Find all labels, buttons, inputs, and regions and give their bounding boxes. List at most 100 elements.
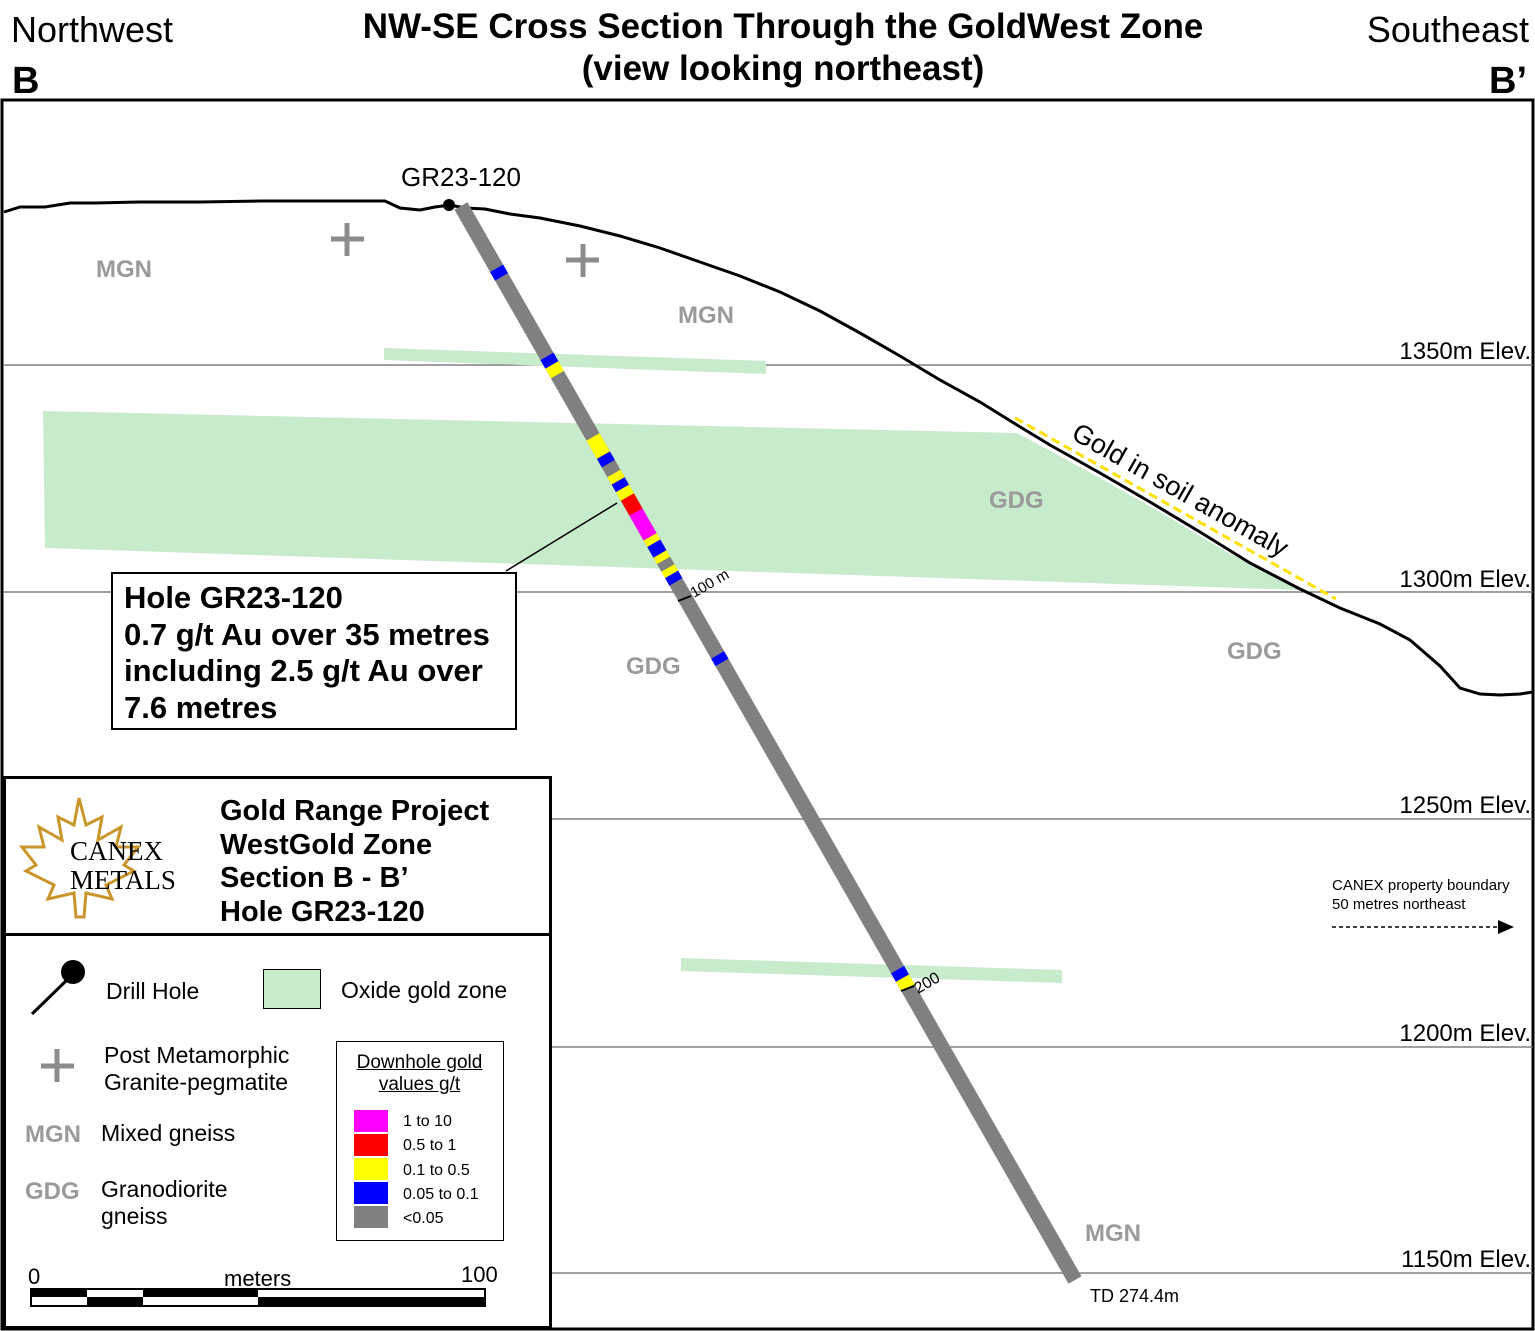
gold-swatch-1-to-10: [354, 1110, 388, 1132]
topography-line: [3, 199, 1534, 697]
callout-line-3: including 2.5 g/t Au over: [124, 653, 483, 688]
project-line-2: WestGold Zone: [220, 828, 433, 861]
legend-drill-hole-label: Drill Hole: [106, 978, 200, 1004]
elevation-label-1300: 1300m Elev.: [1399, 566, 1531, 593]
gold-swatch-below-0.05: [354, 1206, 388, 1228]
assay-interval: [665, 570, 683, 586]
assay-interval: [895, 974, 915, 992]
assay-intervals: [490, 264, 915, 992]
unit-label-mgn: MGN: [1085, 1220, 1141, 1247]
project-title-text: Gold Range Project WestGold Zone Section…: [220, 795, 489, 929]
assay-interval: [601, 460, 620, 476]
depth-label-100: 100 m: [688, 566, 733, 602]
unit-label-mgn: MGN: [678, 302, 734, 329]
assay-interval: [647, 539, 667, 558]
elevation-label-1350: 1350m Elev.: [1399, 338, 1531, 365]
pegmatite-cross-icon: [41, 1049, 74, 1082]
unit-label-gdg: GDG: [1227, 638, 1282, 665]
gold-values-legend: Downhole gold values g/t 1 to 10 0.5 to …: [336, 1041, 504, 1241]
legend-box: Drill Hole Oxide gold zone Post Metamorp…: [3, 933, 552, 1329]
assay-interval: [545, 361, 564, 379]
elevation-label-1150: 1150m Elev.: [1401, 1246, 1531, 1273]
assay-interval: [586, 433, 610, 459]
legend-oxide-zone-label: Oxide gold zone: [341, 977, 508, 1003]
logo-line-2: METALS: [70, 865, 176, 895]
gold-label-below-0.05: <0.05: [403, 1210, 444, 1227]
gold-legend-title-line-2: values g/t: [378, 1074, 461, 1095]
callout-line-1: Hole GR23-120: [124, 580, 343, 615]
drill-hole-name: GR23-120: [401, 162, 521, 192]
assay-interval: [629, 508, 657, 541]
logo-wordmark: CANEX METALS: [70, 837, 176, 895]
gold-swatch-0.1-to-0.5: [354, 1158, 388, 1180]
depth-tick-200: [900, 985, 915, 992]
northwest-label: Northwest: [11, 9, 174, 50]
scale-bar: [30, 1288, 486, 1307]
unit-label-gdg: GDG: [989, 487, 1044, 514]
legend-gdg-line-1: Granodiorite: [101, 1176, 228, 1202]
project-title-box: CANEX METALS Gold Range Project WestGold…: [3, 776, 552, 935]
gold-swatch-0.5-to-1: [354, 1134, 388, 1156]
drill-collar-icon: [443, 199, 455, 211]
legend-mgn-label: Mixed gneiss: [101, 1120, 236, 1146]
project-line-1: Gold Range Project: [220, 795, 490, 827]
gold-legend-title: Downhole gold values g/t: [337, 1052, 502, 1096]
logo-line-1: CANEX: [70, 836, 163, 866]
assay-interval: [711, 651, 729, 667]
gold-label-0.5-to-1: 0.5 to 1: [403, 1137, 457, 1154]
arrowhead-icon: [1498, 920, 1514, 934]
gold-swatch-0.05-to-0.1: [354, 1182, 388, 1204]
assay-interval: [657, 556, 675, 572]
assay-interval: [596, 451, 615, 468]
callout-line-2: 0.7 g/t Au over 35 metres: [124, 616, 490, 652]
oxide-zone-upper: [384, 348, 766, 374]
elevation-label-1250: 1250m Elev.: [1399, 792, 1531, 819]
oxide-zone-swatch: [263, 969, 321, 1009]
drill-hole-symbol-icon: [30, 960, 85, 1016]
assay-interval: [661, 564, 679, 579]
legend-gdg-line-2: gneiss: [101, 1203, 168, 1229]
assay-interval: [891, 965, 909, 982]
assay-interval: [643, 533, 661, 547]
oxide-zone-main: [43, 411, 1298, 590]
assay-interval: [540, 352, 559, 369]
assay-interval: [607, 469, 625, 485]
callout-leader-line: [505, 502, 618, 572]
scale-unit-label: meters: [224, 1266, 292, 1291]
property-boundary-line-1: CANEX property boundary: [1332, 877, 1510, 894]
gold-label-1-to-10: 1 to 10: [403, 1113, 452, 1130]
soil-anomaly-line: [1014, 416, 1337, 601]
intercept-callout: Hole GR23-120 0.7 g/t Au over 35 metres …: [111, 572, 517, 730]
legend-gdg-label: Granodiorite gneiss: [101, 1176, 228, 1230]
legend-mgn-code: MGN: [25, 1121, 81, 1148]
gold-legend-title-line-1: Downhole gold: [356, 1052, 483, 1073]
total-depth-label: TD 274.4m: [1090, 1286, 1180, 1306]
legend-pegmatite-label: Post Metamorphic Granite-pegmatite: [104, 1042, 289, 1096]
title-line-2: (view looking northeast): [581, 49, 985, 88]
depth-tick-100: [677, 595, 692, 602]
pegmatite-symbols: [331, 223, 599, 277]
figure-title: NW-SE Cross Section Through the GoldWest…: [318, 6, 1248, 90]
assay-interval: [490, 264, 509, 281]
gold-label-0.1-to-0.5: 0.1 to 0.5: [403, 1162, 470, 1179]
project-line-4: Hole GR23-120: [220, 895, 425, 928]
legend-pegmatite-line-1: Post Metamorphic: [104, 1042, 290, 1068]
scale-end-label: 100: [461, 1262, 498, 1287]
scale-start-label: 0: [28, 1264, 41, 1289]
project-line-3: Section B - B’: [220, 862, 409, 894]
map-frame: [0, 98, 1535, 1331]
callout-line-4: 7.6 metres: [124, 689, 278, 725]
assay-interval: [653, 550, 671, 565]
drill-hole-trace: [454, 202, 1082, 1284]
unit-label-mgn: MGN: [96, 256, 152, 283]
legend-gdg-code: GDG: [25, 1178, 80, 1205]
assay-interval: [611, 477, 629, 493]
unit-label-gdg: GDG: [626, 653, 681, 680]
southeast-label: Southeast: [1366, 9, 1529, 50]
maple-leaf-logo-icon: [18, 797, 142, 919]
section-end-letter: B’: [1489, 60, 1527, 102]
property-boundary-line-2: 50 metres northeast: [1332, 896, 1466, 913]
section-start-letter: B: [12, 60, 40, 102]
